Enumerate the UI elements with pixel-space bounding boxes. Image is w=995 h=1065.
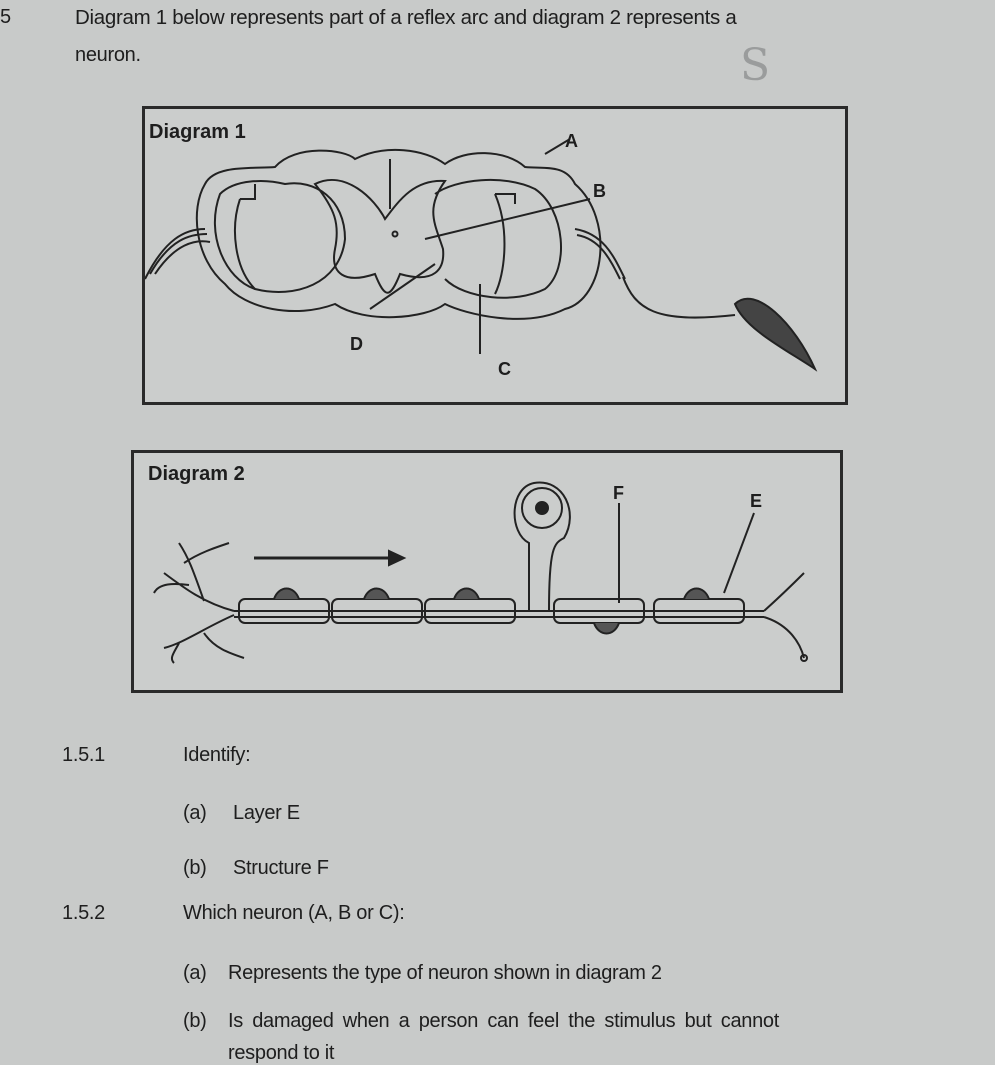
- margin-mark: S: [740, 40, 770, 91]
- subquestion-prompt: Which neuron (A, B or C):: [183, 902, 405, 924]
- label-b: B: [593, 181, 606, 201]
- part-label: (b): [183, 1010, 207, 1032]
- part-label: (a): [183, 802, 207, 824]
- part-text: Structure F: [233, 857, 329, 879]
- part-text: Represents the type of neuron shown in d…: [228, 962, 662, 984]
- label-c: C: [498, 359, 511, 379]
- label-e: E: [750, 491, 763, 511]
- part-label: (a): [183, 962, 207, 984]
- diagram-1: Diagram 1 A B C D: [142, 106, 848, 405]
- subquestion-prompt: Identify:: [183, 744, 251, 766]
- part-label: (b): [183, 857, 207, 879]
- neuron-illustration: [153, 481, 808, 664]
- question-intro-line1: Diagram 1 below represents part of a ref…: [75, 6, 737, 29]
- spinal-cord-reflex-arc-illustration: [145, 138, 818, 372]
- diagram-2-title: Diagram 2: [148, 463, 245, 485]
- part-text: Is damaged when a person can feel the st…: [228, 1010, 780, 1032]
- label-d: D: [350, 334, 363, 354]
- label-f: F: [613, 483, 624, 503]
- part-text: Layer E: [233, 802, 300, 824]
- subquestion-number: 1.5.2: [62, 902, 105, 924]
- part-text-continued: respond to it: [228, 1042, 335, 1064]
- diagram-1-title: Diagram 1: [149, 121, 246, 143]
- label-a: A: [565, 131, 578, 151]
- subquestion-number: 1.5.1: [62, 744, 105, 766]
- question-intro-line2: neuron.: [75, 44, 141, 66]
- question-number: 5: [0, 6, 11, 28]
- diagram-2: Diagram 2 F E: [131, 450, 843, 693]
